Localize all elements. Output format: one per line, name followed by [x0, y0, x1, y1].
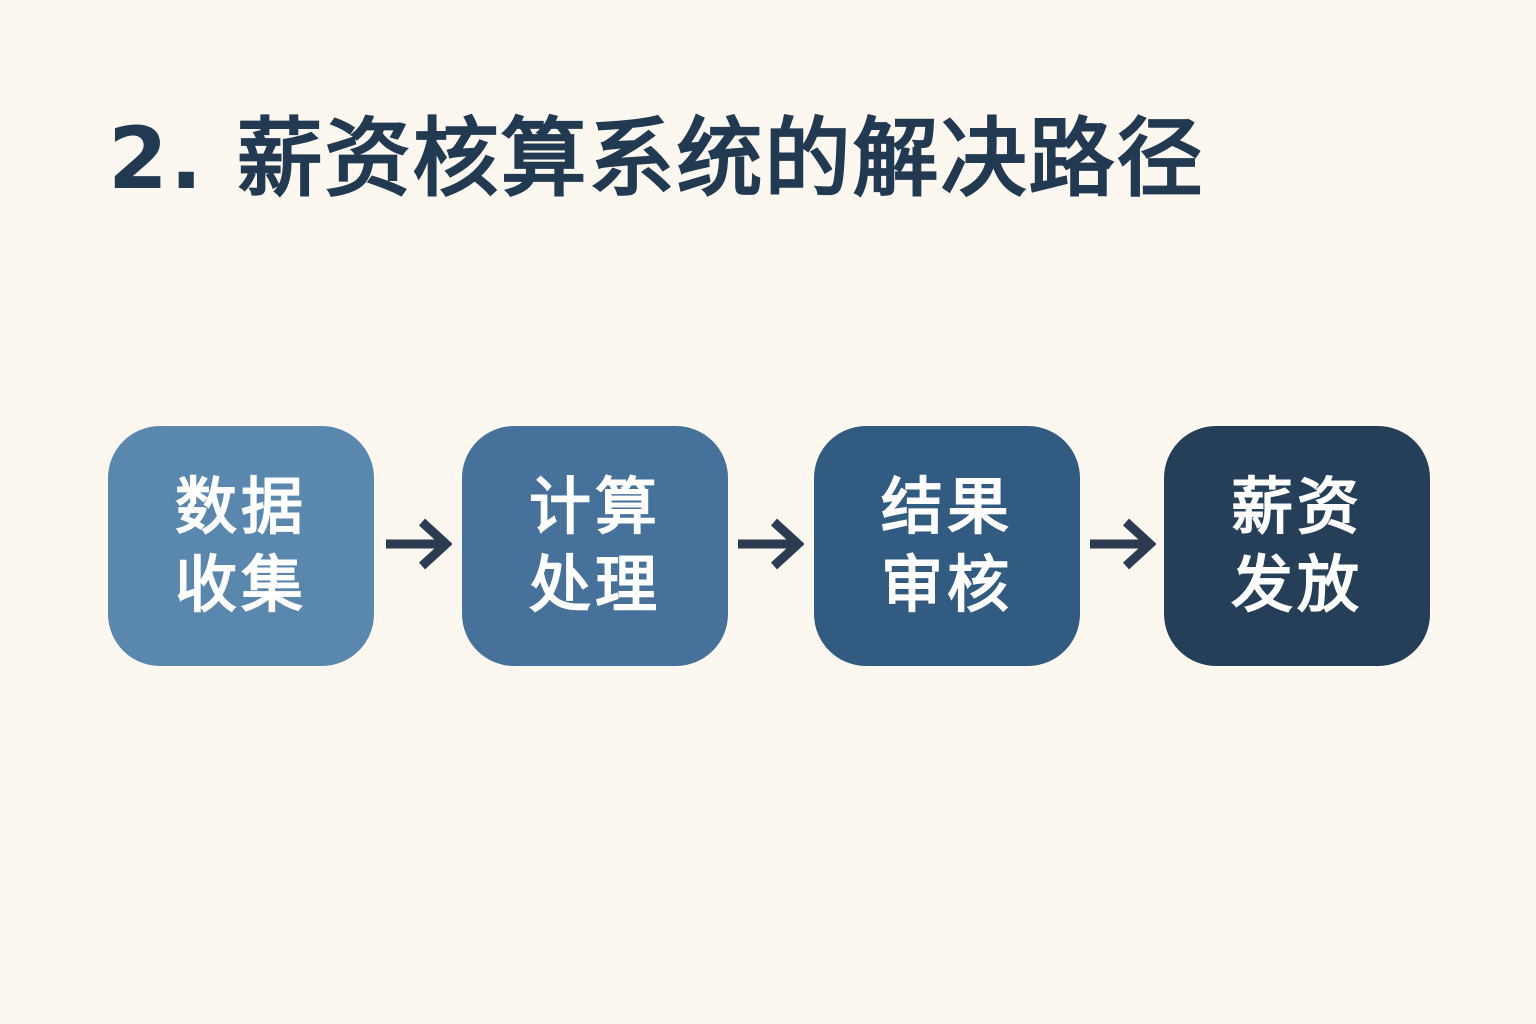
step-label: 结果审核: [880, 470, 1013, 621]
page-title: 2. 薪资核算系统的解决路径: [108, 109, 1205, 209]
arrow-right-icon: [738, 518, 804, 570]
step-payment: 薪资发放: [1164, 426, 1430, 666]
arrow-right-icon: [386, 518, 452, 570]
step-calculation: 计算处理: [462, 426, 728, 666]
step-label: 计算处理: [528, 470, 661, 621]
step-label: 数据收集: [174, 470, 307, 621]
step-label: 薪资发放: [1230, 470, 1363, 621]
arrow-right-icon: [1090, 518, 1156, 570]
step-data-collection: 数据收集: [108, 426, 374, 666]
step-review: 结果审核: [814, 426, 1080, 666]
